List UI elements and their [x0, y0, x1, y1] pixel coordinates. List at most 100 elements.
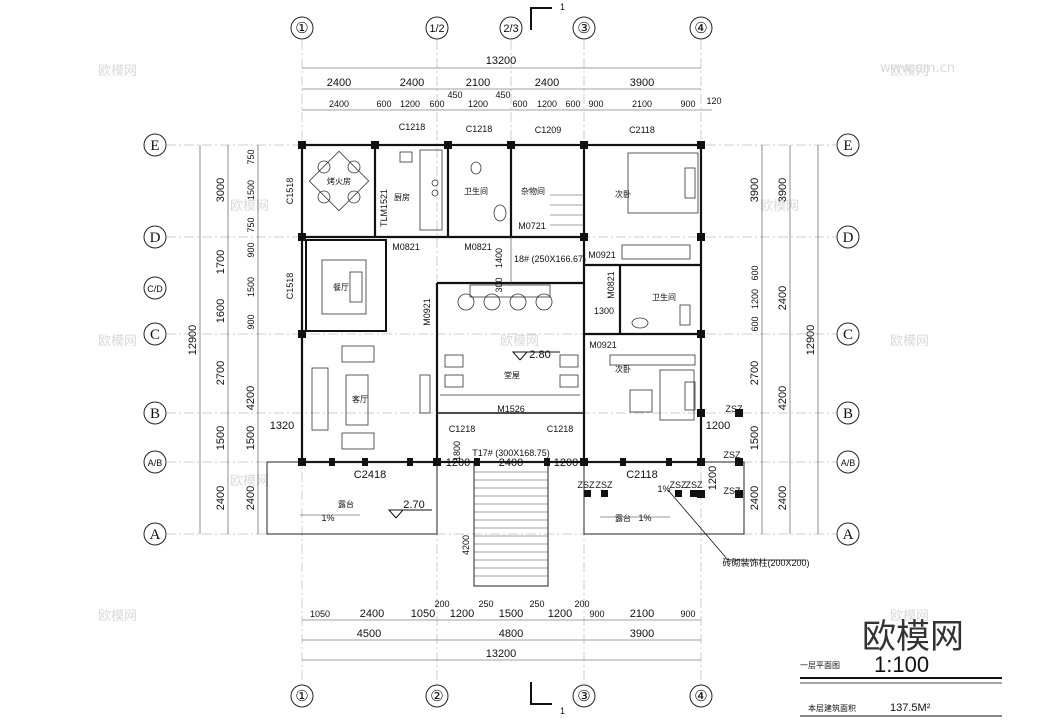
axis-left-a: A	[150, 527, 161, 543]
dim-right-o1: 2400	[777, 286, 789, 310]
dim-top-r1-3: 2400	[535, 77, 559, 89]
label-m0821c: M0821	[606, 271, 616, 299]
dim-left-i1: 1500	[246, 180, 256, 200]
label-slope2: 1%	[638, 513, 651, 523]
area-label: 本层建筑面积	[808, 703, 856, 713]
dim-top-r2-7: 600	[565, 99, 580, 109]
axis-top-1: ①	[295, 21, 308, 37]
section-mark-bottom: 1	[530, 682, 565, 716]
watermark-7: 欧模网	[230, 474, 269, 489]
label-slope3: 1%	[657, 484, 670, 494]
axis-bottom-2: ②	[430, 689, 443, 705]
dim-bot-r1-5: 250	[478, 599, 493, 609]
title-block: 欧模网 一层平面图 1:100 本层建筑面积 137.5M²	[800, 617, 1002, 717]
dim-top-r2-5: 600	[512, 99, 527, 109]
room-tea: 烤火房	[327, 176, 351, 186]
axis-bottom-4: ④	[694, 689, 707, 705]
axis-right-ab: A/B	[841, 458, 856, 468]
column-note: 砖砌装饰柱(200X200)	[667, 489, 810, 568]
room-terrace2: 露台	[615, 513, 631, 523]
axis-left-d: D	[150, 230, 161, 246]
watermark-1: 欧模网	[98, 64, 137, 79]
label-m0821b: M0821	[464, 242, 492, 252]
dim-left-o0: 3000	[215, 178, 227, 202]
label-c1209: C1209	[535, 125, 562, 135]
dim-left-o4: 1500	[215, 426, 227, 450]
dim-top-extra-0: 450	[447, 90, 462, 100]
axis-top-2-3: 2/3	[503, 23, 518, 35]
dim-left-o1: 1700	[215, 250, 227, 274]
dim-bot-r1-6: 1500	[499, 608, 523, 620]
dim-left-total: 12900	[187, 325, 199, 356]
label-m0921b: M0921	[422, 298, 432, 326]
label-m0921c: M0921	[589, 340, 617, 350]
label-zsz-3: ZSZ	[670, 480, 688, 490]
label-1200b: 1200	[554, 457, 578, 469]
axis-bubbles-right: E D C B A/B A	[836, 133, 860, 546]
dim-bot-r1-4: 1200	[450, 608, 474, 620]
dim-right-i1: 600	[750, 265, 760, 280]
dim-bot-r2-2: 3900	[630, 628, 654, 640]
watermark-6: 欧模网	[890, 334, 929, 349]
axis-left-e: E	[150, 138, 159, 154]
label-2400a: 2400	[499, 457, 523, 469]
axis-right-c: C	[843, 327, 853, 343]
label-c1218c: C1218	[449, 424, 476, 434]
axis-left-c: C	[150, 327, 160, 343]
watermark-5: 欧模网	[98, 334, 137, 349]
label-m0921a: M0921	[588, 250, 616, 260]
label-tlm: TLM1521	[379, 189, 389, 227]
label-1400: 1400	[494, 248, 504, 268]
furniture	[308, 149, 699, 450]
dim-bot-r1-3: 200	[434, 599, 449, 609]
label-column-note: 砖砌装饰柱(200X200)	[722, 557, 809, 568]
axis-bubbles-bottom: ① ② ③ ④	[290, 684, 713, 708]
dim-bot-r1-1: 2400	[360, 608, 384, 620]
room-dining: 餐厅	[333, 283, 349, 292]
label-slope1: 1%	[321, 513, 334, 523]
dim-bot-r1-8: 1200	[548, 608, 572, 620]
watermark-url-1: www.om.cn	[880, 61, 955, 76]
dim-bot-r2-1: 4800	[499, 628, 523, 640]
watermark-8: 欧模网	[98, 609, 137, 624]
dim-left-i0: 750	[246, 149, 256, 164]
dim-right-i6: 2400	[749, 486, 761, 510]
dim-right-total: 12900	[805, 325, 817, 356]
watermark-2: 欧模网	[890, 64, 929, 79]
drawing-scale: 1:100	[874, 652, 929, 677]
dim-top-r2-0: 2400	[329, 99, 349, 109]
dim-bot-r1-9: 200	[574, 599, 589, 609]
axis-bottom-1: ①	[295, 689, 308, 705]
label-c1218b: C1218	[466, 124, 493, 134]
label-m1526: M1526	[497, 404, 525, 414]
dim-top-r2-4: 1200	[468, 99, 488, 109]
dims-right: 12900 3900 2400 4200 2400 3900 600 1200 …	[706, 145, 819, 534]
label-c1218d: C1218	[547, 424, 574, 434]
dim-top-r2-9: 2100	[632, 99, 652, 109]
dim-right-extra-0: 1200	[706, 420, 730, 432]
dim-right-i2: 1200	[750, 289, 760, 309]
watermark-9: 欧模网	[890, 609, 929, 624]
axis-right-e: E	[843, 138, 852, 154]
dim-left-i6: 4200	[245, 386, 257, 410]
label-c1518b: C1518	[285, 273, 295, 300]
dim-top-r2-6: 1200	[537, 99, 557, 109]
room-storage: 杂物间	[521, 186, 545, 196]
dim-left-i8: 2400	[245, 486, 257, 510]
dim-bot-r1-11: 2100	[630, 608, 654, 620]
dim-bot-r1-12: 900	[680, 609, 695, 619]
label-h1800: 1800	[452, 441, 462, 461]
room-hall: 堂屋	[504, 370, 520, 380]
dim-top-r2-8: 900	[588, 99, 603, 109]
walls	[266, 143, 745, 587]
label-c2118b: C2118	[626, 469, 658, 481]
label-elev1: 2.80	[529, 349, 550, 361]
dim-bot-r1-10: 900	[589, 609, 604, 619]
dim-left-o3: 2700	[215, 361, 227, 385]
dim-bot-r1-2: 1050	[411, 608, 435, 620]
axis-left-b: B	[150, 406, 160, 422]
dim-right-o2: 4200	[777, 386, 789, 410]
dim-left-o5: 2400	[215, 486, 227, 510]
